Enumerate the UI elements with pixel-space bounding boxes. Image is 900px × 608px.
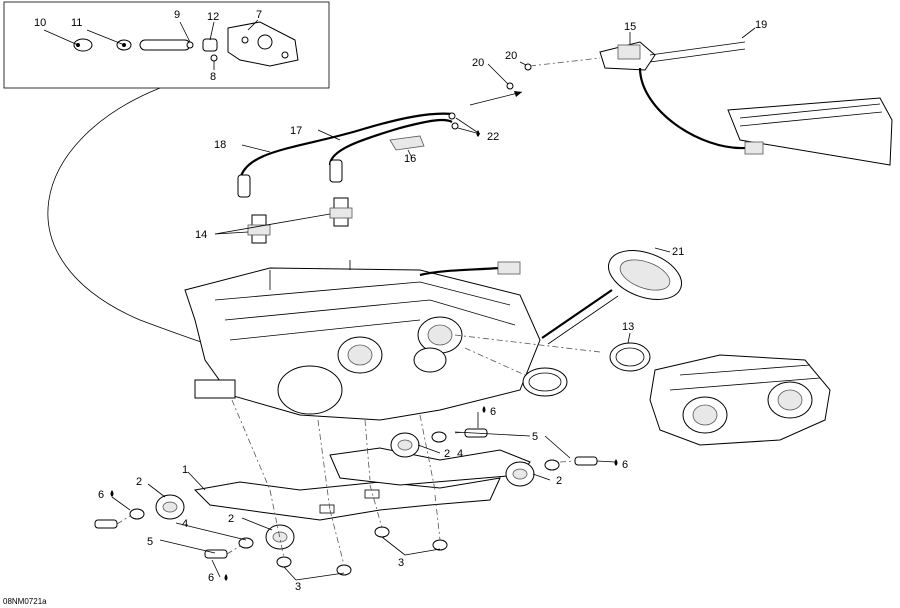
- stud-guidelines: [231, 399, 441, 566]
- callout-14: 14: [195, 229, 207, 241]
- carburetor-assembly: [649, 354, 831, 446]
- wire-leaders: [241, 117, 481, 159]
- callout-6-b: 6: [622, 459, 628, 471]
- callout-4-b: 4: [182, 518, 188, 530]
- detail-inset-frame: [3, 1, 330, 89]
- callout-12: 12: [207, 11, 219, 23]
- callout-3-b: 3: [398, 557, 404, 569]
- callout-6-a: 6: [490, 406, 496, 418]
- drop-icon: [476, 130, 480, 137]
- spark-plug-wires: [237, 112, 459, 198]
- callout-20-a: 20: [505, 50, 517, 62]
- ignition-leaders: [469, 27, 756, 106]
- callout-3-a: 3: [295, 581, 301, 593]
- drop-icon: [614, 459, 618, 466]
- lower-leaders: [111, 412, 616, 578]
- callout-10: 10: [34, 17, 46, 29]
- inset-parts: [73, 21, 299, 67]
- drop-icon: [110, 490, 114, 497]
- callout-2-d: 2: [228, 513, 234, 525]
- callout-2-a: 2: [136, 476, 142, 488]
- callout-15: 15: [624, 21, 636, 33]
- callout-16: 16: [404, 153, 416, 165]
- drop-icon: [224, 574, 228, 581]
- callout-1: 1: [182, 464, 188, 476]
- callout-2-b: 2: [444, 448, 450, 460]
- washers-and-bolts: [94, 428, 598, 559]
- callout-labels: 10 11 9 12 7 8 15 19 20 20 17 18 22 16 1…: [34, 9, 767, 593]
- callout-13: 13: [622, 321, 634, 333]
- engine-mount-plate: [193, 447, 531, 521]
- ignition-coil-assembly: [599, 41, 893, 166]
- callout-20-b: 20: [472, 57, 484, 69]
- lubricant-drop-icons: [110, 130, 618, 581]
- callout-6-d: 6: [208, 572, 214, 584]
- callout-7: 7: [256, 9, 262, 21]
- callout-9: 9: [174, 9, 180, 21]
- callout-22: 22: [487, 131, 499, 143]
- callout-18: 18: [214, 139, 226, 151]
- spark-plugs: [214, 197, 353, 244]
- callout-8: 8: [210, 71, 216, 83]
- callout-21: 21: [672, 246, 684, 258]
- callout-4-a: 4: [457, 448, 463, 460]
- drop-icon: [482, 406, 486, 413]
- callout-5-b: 5: [147, 536, 153, 548]
- inset-leader-lines: [43, 19, 259, 70]
- engine-block: [184, 260, 541, 421]
- nuts: [276, 526, 448, 581]
- cap-and-dipstick: [541, 247, 682, 345]
- callout-5-a: 5: [532, 431, 538, 443]
- clamps: [454, 332, 651, 397]
- rubber-mounts: [155, 432, 535, 550]
- callout-17: 17: [290, 125, 302, 137]
- callout-6-c: 6: [98, 489, 104, 501]
- callout-19: 19: [755, 19, 767, 31]
- drawing-reference-code: 08NM0721a: [3, 597, 47, 606]
- callout-11: 11: [71, 17, 82, 29]
- callout-2-c: 2: [556, 475, 562, 487]
